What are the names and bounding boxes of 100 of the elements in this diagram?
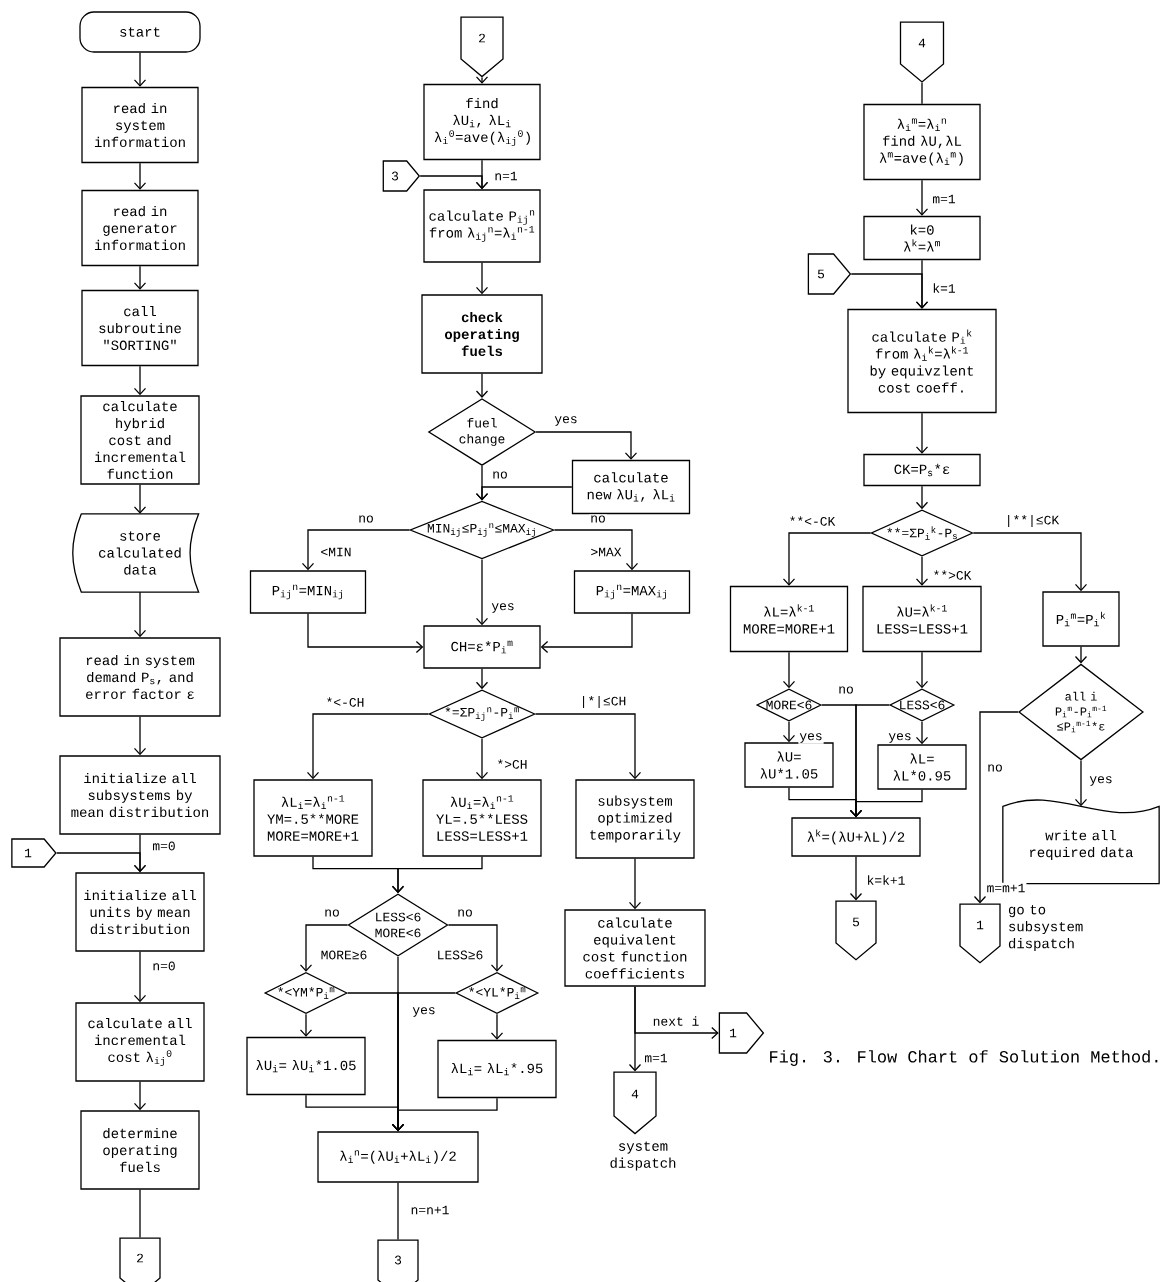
process-box: check operating fuels bbox=[421, 294, 543, 374]
edge-label: *>CH bbox=[495, 758, 529, 770]
arrow bbox=[133, 162, 147, 190]
edge-label: no bbox=[357, 514, 375, 524]
edge-label: no bbox=[986, 763, 1004, 773]
edge-label: yes bbox=[411, 1006, 437, 1018]
process-box: determine operating fuels bbox=[80, 1110, 200, 1190]
process-box: λL= λL*0.95 bbox=[877, 744, 967, 790]
process-box: λL$_{i}$=λ$_{i}$n-1 YM=.5**MORE MORE=MORE+1 bbox=[253, 779, 373, 857]
arrow bbox=[972, 532, 1088, 592]
document-box: write all required data bbox=[1002, 799, 1160, 885]
arrow bbox=[540, 613, 633, 654]
arrow bbox=[1074, 759, 1088, 807]
arrow bbox=[535, 431, 638, 460]
edge-label: |**|≤CK bbox=[1003, 513, 1061, 529]
process-box: λU= λU*1.05 bbox=[744, 742, 834, 788]
connector-note: system dispatch bbox=[610, 1141, 676, 1171]
arrow bbox=[850, 273, 929, 309]
arrow bbox=[306, 713, 429, 780]
edge-label: yes bbox=[553, 415, 579, 427]
condition-label: >MAX bbox=[589, 546, 623, 558]
terminal-box: start bbox=[79, 11, 201, 53]
edge-label: |*|≤CH bbox=[578, 694, 628, 710]
arrow bbox=[307, 613, 424, 654]
arrow bbox=[301, 529, 411, 571]
edge-label: **<-CK bbox=[787, 515, 837, 527]
arrow bbox=[133, 265, 147, 290]
process-box: λ$^{k}$=(λU+λL)/2 bbox=[791, 817, 921, 857]
process-box: call subroutine "SORTING" bbox=[81, 289, 199, 367]
arrow bbox=[849, 789, 923, 818]
arrow bbox=[133, 484, 147, 514]
process-box: λ$_{i}$$^{m}$=λ$_{i}$n find λU,λL λ$^{m}$=ave(λ$_{i}$$^{m}$) bbox=[863, 103, 981, 181]
process-box: calculate equivalent cost function coefficients bbox=[564, 909, 706, 987]
edge-label: k=k+1 bbox=[865, 874, 907, 886]
process-box: λU$_{i}$= λU$_{i}$*1.05 bbox=[246, 1036, 366, 1096]
edge-label: n=0 bbox=[151, 960, 177, 972]
process-box: read in generator information bbox=[81, 189, 199, 267]
arrow bbox=[391, 856, 483, 894]
edge-label: m=1 bbox=[931, 193, 957, 205]
arrow bbox=[915, 556, 929, 586]
process-box: P$_{i}$$^{m}$=P$_{i}$k bbox=[1042, 591, 1120, 647]
process-box: initialize all units by mean distribution bbox=[75, 872, 205, 952]
arrow bbox=[782, 532, 872, 586]
edge-label: *<-CH bbox=[324, 696, 366, 708]
arrow bbox=[133, 716, 147, 756]
arrow bbox=[56, 852, 147, 873]
arrow bbox=[782, 721, 796, 743]
process-box: P$_{ij}$$^{n}$=MAX$_{ij}$ bbox=[573, 570, 691, 614]
arrow bbox=[475, 486, 573, 501]
edge-label: no bbox=[837, 685, 855, 695]
arrow bbox=[475, 373, 489, 398]
edge-label: n=1 bbox=[493, 170, 519, 182]
figure-caption: Fig. 3. Flow Chart of Solution Method. bbox=[770, 1050, 1158, 1066]
edge-label: **>CK bbox=[931, 569, 973, 581]
process-box: calculate all incremental cost λ$_{ij}$0 bbox=[75, 1002, 205, 1082]
process-box: subsystem optimized temporarily bbox=[575, 779, 695, 859]
edge-label: m=1 bbox=[643, 1052, 669, 1064]
arrow bbox=[133, 365, 147, 396]
arrow bbox=[490, 1013, 504, 1040]
process-box: λL=λ$^{k-1}$ MORE=MORE+1 bbox=[729, 585, 849, 653]
arrow bbox=[915, 651, 929, 689]
arrow bbox=[391, 1097, 498, 1132]
arrow bbox=[299, 1013, 313, 1037]
process-box: find λU$_{i}$, λL$_{i}$ λ$_{i}$$^{0}$=ave(λ$_{ij}$$^{0}$) bbox=[423, 83, 541, 161]
arrow bbox=[915, 412, 929, 454]
process-box: read in system information bbox=[81, 86, 199, 164]
process-box: λU=λ$^{k-1}$ LESS=LESS+1 bbox=[862, 585, 982, 653]
condition-label: <MIN bbox=[319, 546, 353, 558]
edge-label: yes bbox=[490, 602, 516, 614]
process-box: k=0 λ$^{k}$=λ$^{m}$ bbox=[863, 215, 981, 261]
edge-label: k=1 bbox=[931, 282, 957, 294]
process-box: calculate P$_{ij}$n from λ$_{ij}$$^{n}$=λ$_{i}$n-1 bbox=[423, 189, 541, 263]
edge-label: yes bbox=[887, 732, 913, 744]
arrow bbox=[133, 591, 147, 638]
arrow bbox=[1074, 646, 1088, 664]
edge-label: no bbox=[491, 470, 509, 480]
process-box: λU$_{i}$=λ$_{i}$n-1 YL=.5**LESS LESS=LESS+1 bbox=[422, 779, 542, 857]
edge-label: no bbox=[456, 908, 474, 918]
arrow bbox=[535, 713, 642, 780]
edge-label: no bbox=[589, 514, 607, 524]
process-box: CK=P$_{s}$*ε bbox=[863, 453, 981, 487]
edge-label: yes bbox=[798, 732, 824, 744]
process-box: λ$_{i}$$^{n}$=(λU$_{i}$+λL$_{i}$)/2 bbox=[317, 1131, 479, 1183]
edge-label: next i bbox=[651, 1015, 701, 1027]
edge-label: m=0 bbox=[151, 840, 177, 852]
edge-label: yes bbox=[1088, 775, 1114, 787]
connector-note: go to subsystem dispatch bbox=[1008, 904, 1083, 952]
edge-label: n=n+1 bbox=[409, 1204, 451, 1216]
arrow bbox=[475, 262, 489, 295]
process-box: CH=ε*P$_{i}$m bbox=[423, 625, 541, 669]
arrow bbox=[475, 738, 489, 780]
arrow bbox=[915, 721, 929, 745]
process-box: calculate P$_{i}$k from λ$_{i}$$^{k}$=λ$^{k-1}$ by equivzlent cost coeff. bbox=[847, 308, 997, 414]
process-box: P$_{ij}$$^{n}$=MIN$_{ij}$ bbox=[249, 570, 367, 614]
arrow bbox=[628, 986, 642, 1072]
condition-label: m=m+1 bbox=[985, 882, 1027, 894]
arrow bbox=[915, 179, 929, 216]
process-box: calculate new λU$_{i}$, λL$_{i}$ bbox=[571, 459, 691, 515]
arrow bbox=[133, 951, 147, 1003]
process-box: initialize all subsystems by mean distribution bbox=[59, 755, 221, 835]
